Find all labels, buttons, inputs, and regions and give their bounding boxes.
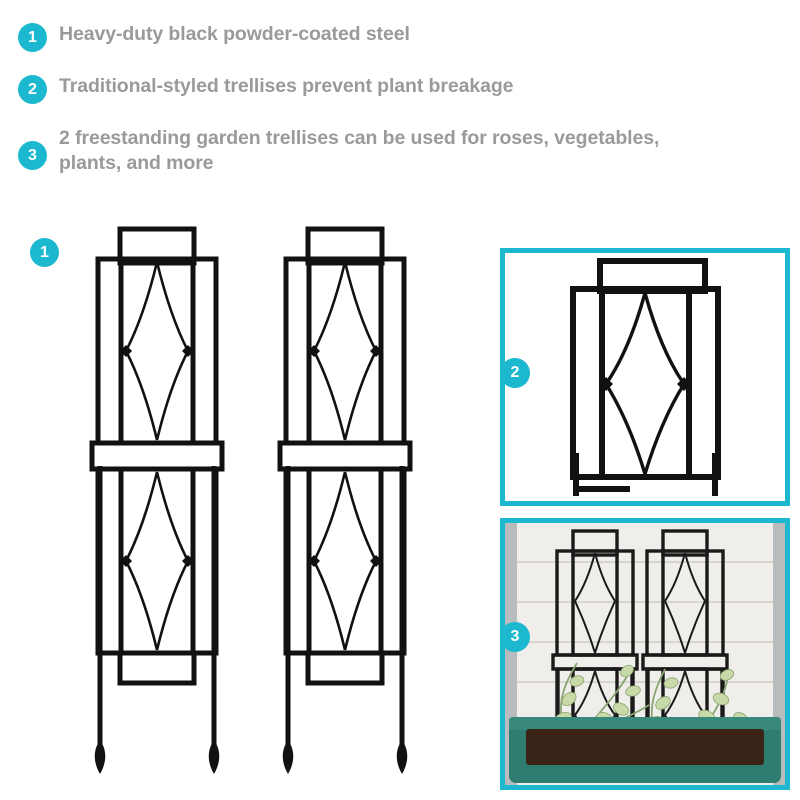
- ground-stakes: [97, 466, 217, 746]
- diamond-joints: [599, 377, 691, 391]
- detail-panel-badge: 2: [500, 358, 530, 388]
- detail-panel: [500, 248, 790, 506]
- diamond-motif-lower: [124, 471, 190, 651]
- stake-tips: [94, 740, 220, 774]
- detail-panel-inner: [505, 253, 785, 501]
- diamond-motif-upper: [312, 261, 378, 441]
- trellis-left-graphic: [89, 226, 225, 774]
- feature-label-2: Traditional-styled trellises prevent pla…: [59, 75, 514, 97]
- siding-seam: [505, 561, 785, 563]
- trellis-right: [270, 226, 420, 786]
- diamond-motif: [604, 292, 686, 475]
- feature-badge-1: 1: [18, 23, 47, 52]
- trellis-right-graphic: [277, 226, 413, 774]
- diamond-motif-lower: [312, 471, 378, 651]
- feature-list: 1 Heavy-duty black powder-coated steel 2…: [0, 0, 800, 197]
- trellis-closeup-graphic: [570, 258, 721, 496]
- feature-item-3: 3 2 freestanding garden trellises can be…: [0, 126, 800, 175]
- trellis-left: [82, 226, 232, 786]
- siding-seam: [505, 641, 785, 643]
- hero-illustration: 1: [0, 208, 480, 800]
- siding-seam: [505, 601, 785, 603]
- ground-stakes: [285, 466, 405, 746]
- legs: [573, 453, 718, 496]
- feature-badge-2: 2: [18, 75, 47, 104]
- feature-item-2: 2 Traditional-styled trellises prevent p…: [0, 74, 800, 104]
- diamond-motif-upper: [124, 261, 190, 441]
- planter-rim: [509, 717, 781, 730]
- diamond-joints: [308, 345, 382, 567]
- stake-tips: [282, 740, 408, 774]
- siding-seam: [505, 681, 785, 683]
- diamond-joints: [120, 345, 194, 567]
- photo-panel-inner: [505, 523, 785, 785]
- feature-label-3: 2 freestanding garden trellises can be u…: [59, 127, 660, 174]
- feature-badge-3: 3: [18, 141, 47, 170]
- planter-soil: [526, 729, 764, 765]
- photo-panel: [500, 518, 790, 790]
- feature-item-1: 1 Heavy-duty black powder-coated steel: [0, 22, 800, 52]
- feature-label-1: Heavy-duty black powder-coated steel: [59, 23, 410, 45]
- photo-panel-badge: 3: [500, 622, 530, 652]
- hero-callout-badge: 1: [30, 238, 59, 267]
- planter-box: [509, 717, 781, 783]
